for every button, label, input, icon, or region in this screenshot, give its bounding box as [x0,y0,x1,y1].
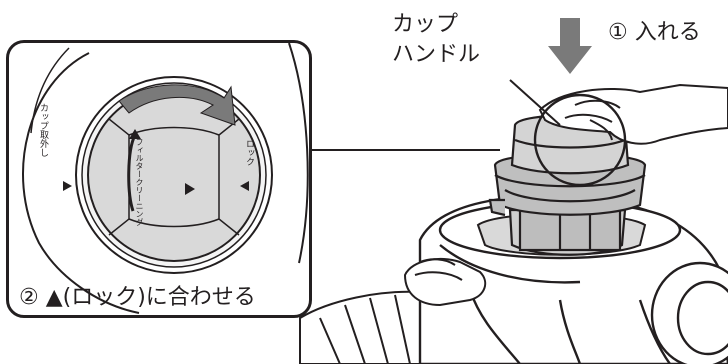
handle-leader-line [509,79,561,126]
dial-filter-label: フィルター クリーニング [134,138,145,226]
dial-lock-label: ロック [244,139,254,166]
dial-pointer-triangle [185,183,195,195]
handle-highlight-circle [533,93,627,187]
down-arrow-icon [548,18,592,74]
cup-handle-label-line1: カップ [392,12,459,37]
cup-handle-label-line2: ハンドル [392,42,481,67]
cup-handle-label: カップ ハンドル [392,10,480,70]
dial-remove-label: カップ取外し [38,103,48,157]
step2-label: ② ▲(ロック)に合わせる [19,285,256,310]
dial-filter-label-line2: クリーニング [135,178,144,226]
remove-marker-triangle [63,181,72,191]
dial-illustration [22,43,309,314]
step1-label: ① 入れる [608,20,701,45]
lock-marker-triangle [240,181,249,191]
hand-bottom [403,257,487,307]
rotate-clockwise-icon [118,84,236,126]
dial-filter-label-line1: フィルター [135,138,144,178]
detail-panel: カップ取外し フィルター クリーニング ロック ② ▲(ロック)に合わせる [6,40,312,318]
hand-top [538,83,728,145]
